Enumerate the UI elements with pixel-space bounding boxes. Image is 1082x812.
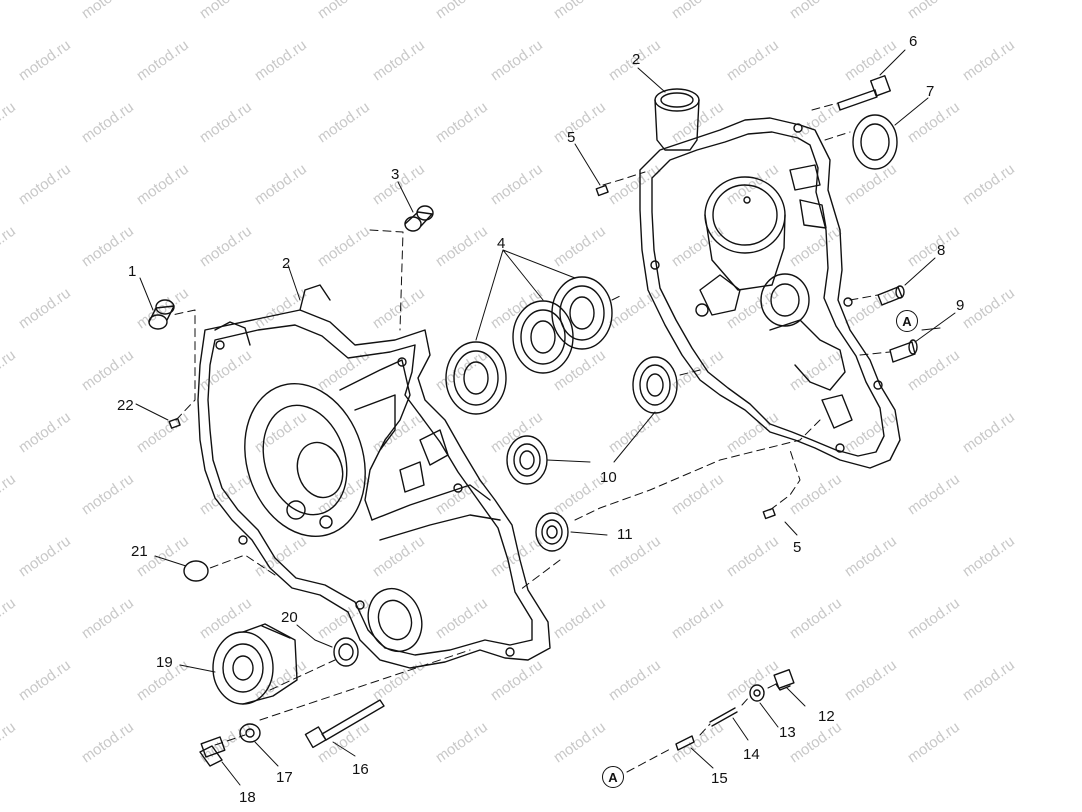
plug-18 xyxy=(199,736,226,767)
leader-lines xyxy=(135,49,956,786)
callout-14: 14 xyxy=(743,746,760,763)
callout-2-left: 2 xyxy=(282,255,291,272)
callout-3: 3 xyxy=(391,166,400,183)
callout-12: 12 xyxy=(818,708,835,725)
callout-9: 9 xyxy=(956,297,965,314)
callout-6: 6 xyxy=(909,33,918,50)
callout-5-lower: 5 xyxy=(793,539,802,556)
left-crankcase-half xyxy=(197,284,551,669)
callout-10: 10 xyxy=(600,469,617,486)
callout-22: 22 xyxy=(117,397,134,414)
dowel-pins xyxy=(168,184,776,520)
pulley-19 xyxy=(212,623,298,705)
fitting-9 xyxy=(889,339,918,363)
callout-7: 7 xyxy=(926,83,935,100)
seal-20 xyxy=(333,637,359,667)
callout-21: 21 xyxy=(131,543,148,560)
callout-5-upper: 5 xyxy=(567,129,576,146)
reference-mark-a-lower: A xyxy=(602,766,624,788)
callout-13: 13 xyxy=(779,724,796,741)
reference-mark-a-upper: A xyxy=(896,310,918,332)
callout-20: 20 xyxy=(281,609,298,626)
callout-8: 8 xyxy=(937,242,946,259)
o-ring-21 xyxy=(183,560,209,582)
washer-17 xyxy=(239,723,261,743)
callout-18: 18 xyxy=(239,789,256,806)
bearings-4 xyxy=(445,276,613,415)
pin-8 xyxy=(877,285,905,306)
callout-1: 1 xyxy=(128,263,137,280)
callout-16: 16 xyxy=(352,761,369,778)
seal-7 xyxy=(852,114,898,170)
small-parts-12-15 xyxy=(675,668,795,751)
bushing-3 xyxy=(404,205,434,232)
bolt-6 xyxy=(837,75,891,111)
right-crankcase-half xyxy=(639,88,901,469)
callout-4: 4 xyxy=(497,235,506,252)
bearing-11 xyxy=(535,512,569,552)
bearings-10 xyxy=(506,356,678,485)
callout-2-right: 2 xyxy=(632,51,641,68)
callout-11: 11 xyxy=(617,526,633,543)
bushing-1 xyxy=(148,299,175,330)
callout-17: 17 xyxy=(276,769,293,786)
bolt-16 xyxy=(304,699,385,749)
callout-19: 19 xyxy=(156,654,173,671)
callout-15: 15 xyxy=(711,770,728,787)
assembly-lines xyxy=(171,102,891,773)
